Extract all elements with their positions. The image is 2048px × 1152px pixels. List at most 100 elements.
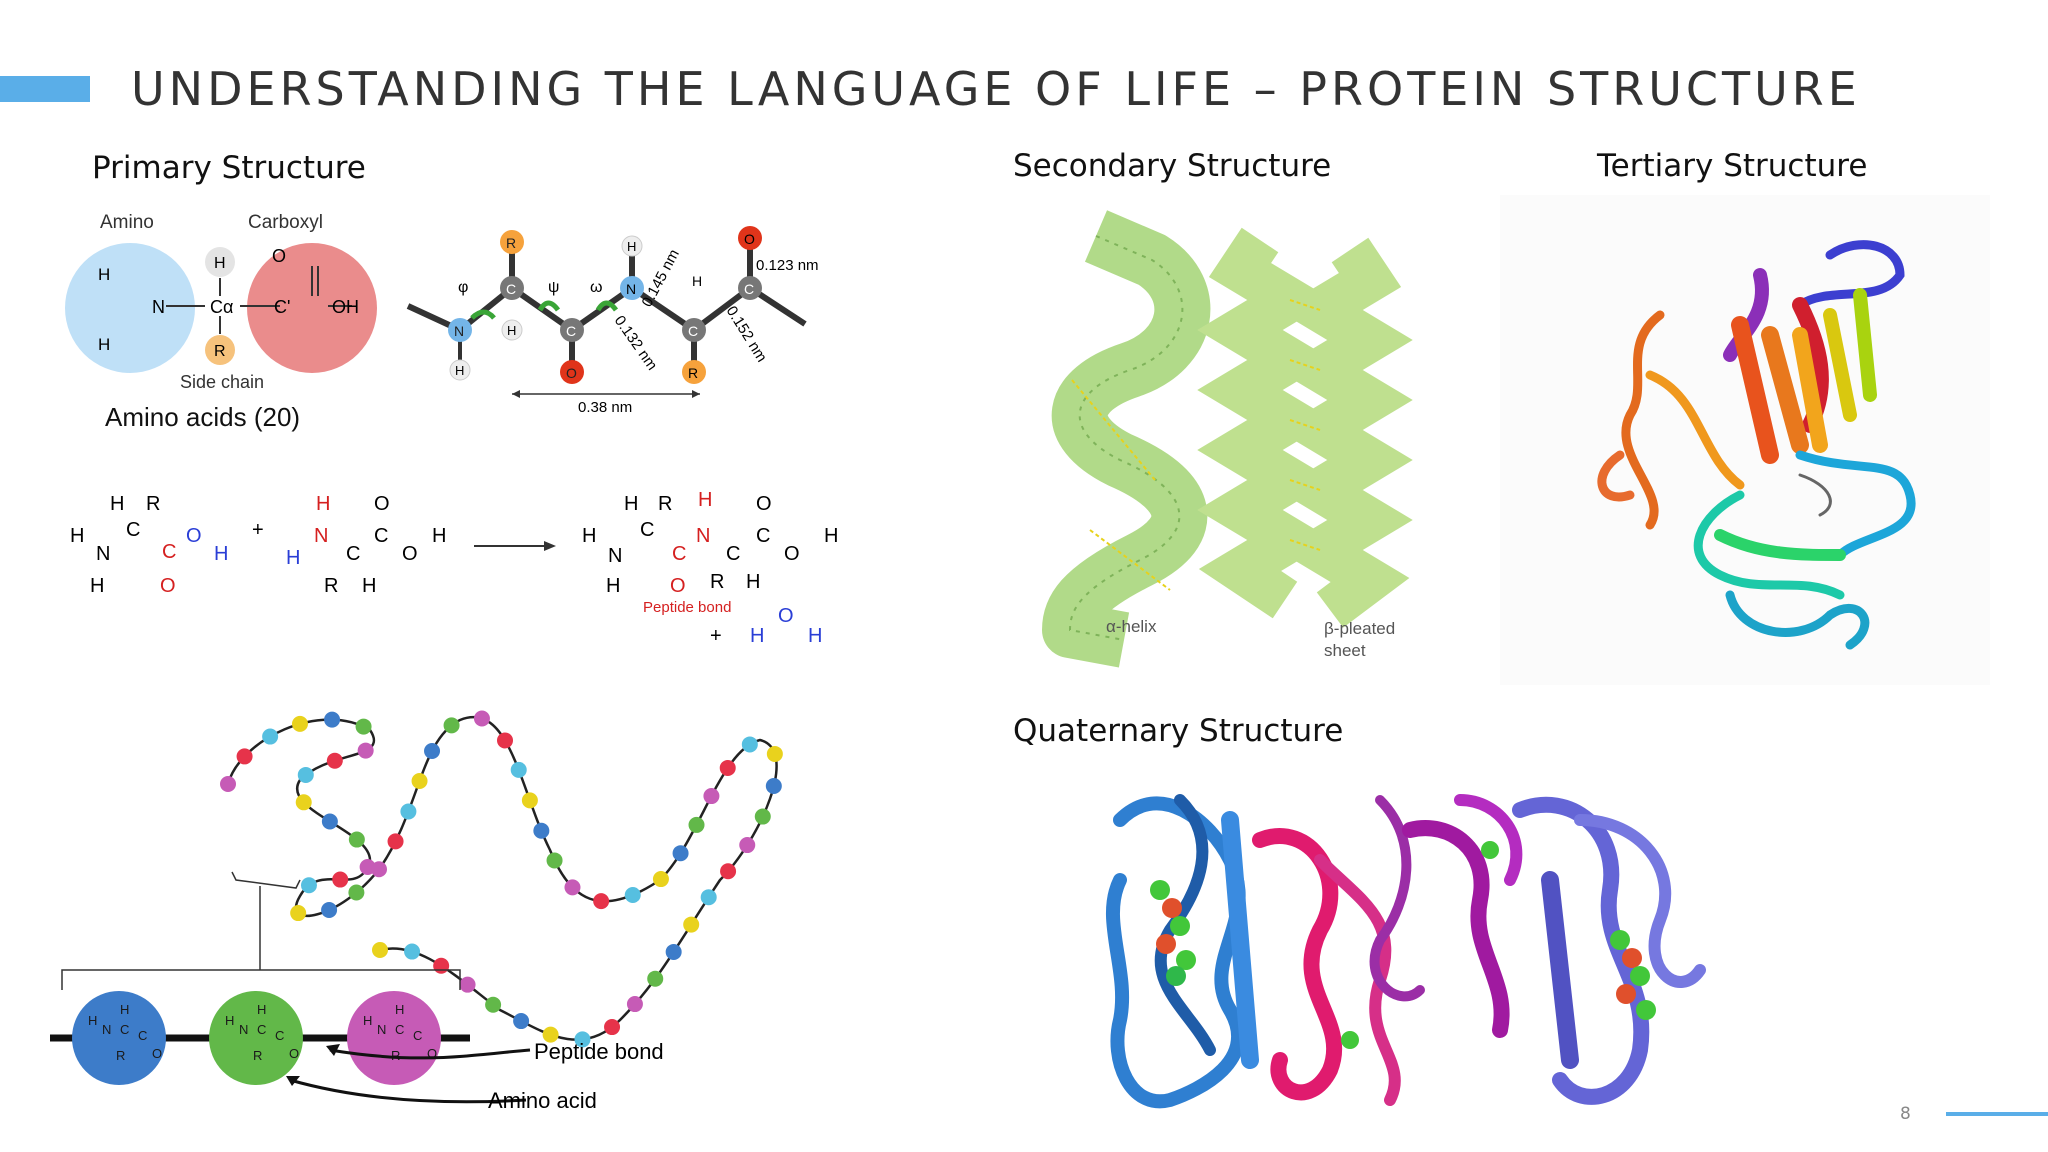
bond-length-0152: 0.152 nm: [723, 303, 771, 365]
chain-bead: [473, 710, 490, 727]
chain-bead: [626, 996, 643, 1013]
svg-text:C: C: [162, 541, 176, 563]
primary-structure-heading: Primary Structure: [92, 150, 366, 186]
chain-bead: [574, 1031, 591, 1048]
svg-text:H: H: [110, 493, 124, 515]
page-number: 8: [1900, 1104, 1911, 1124]
chain-amino-acid-label: Amino acid: [488, 1088, 597, 1113]
chain-bead: [754, 808, 771, 825]
svg-text:H: H: [316, 493, 330, 515]
amino-acid-magenta: [347, 991, 441, 1085]
backbone-c3: C: [688, 323, 698, 339]
chain-bead: [300, 877, 317, 894]
chain-bead: [404, 943, 421, 960]
svg-text:H: H: [698, 489, 712, 511]
carboxyl-c: C': [274, 297, 290, 317]
ligand-spheres: [1150, 841, 1656, 1049]
tertiary-structure-heading: Tertiary Structure: [1597, 148, 1868, 184]
svg-text:N: N: [96, 543, 110, 565]
chain-bead: [321, 813, 338, 830]
svg-text:R: R: [658, 493, 672, 515]
chain-bead: [542, 1026, 559, 1043]
chain-bead: [357, 742, 374, 759]
chain-bead: [291, 715, 308, 732]
chain-bead: [510, 761, 527, 778]
svg-text:C: C: [395, 1022, 404, 1037]
chain-bead: [521, 792, 538, 809]
backbone-c2: C: [566, 323, 576, 339]
amino-acid-blue: [72, 991, 166, 1085]
chain-bead: [321, 901, 338, 918]
beta-sheet-label: β-pleated: [1324, 619, 1395, 638]
svg-text:O: O: [427, 1046, 437, 1061]
side-chain-circle: [205, 335, 235, 365]
beta-sheet-label-2: sheet: [1324, 641, 1366, 660]
svg-text:O: O: [374, 493, 390, 515]
title-accent-bar: [0, 76, 90, 102]
amino-group-circle: [65, 243, 195, 373]
chain-bead: [236, 748, 253, 765]
chain-bead: [400, 803, 417, 820]
svg-text:C: C: [346, 543, 360, 565]
svg-text:N: N: [696, 525, 710, 547]
backbone-h4: H: [692, 273, 702, 289]
chain-bead: [564, 879, 581, 896]
backbone-h1: H: [455, 363, 464, 378]
backbone-o1: O: [566, 365, 577, 381]
water-h2: H: [808, 625, 822, 647]
chain-bead: [348, 884, 365, 901]
chain-bead: [533, 822, 550, 839]
chain-peptide-bond-label: Peptide bond: [534, 1039, 664, 1064]
svg-text:R: R: [146, 493, 160, 515]
bond-length-0123: 0.123 nm: [756, 257, 819, 274]
carboxyl-o: O: [272, 246, 286, 266]
backbone-c1: C: [506, 281, 516, 297]
chain-bead: [497, 732, 514, 749]
alpha-h: H: [214, 255, 226, 272]
chain-bead: [371, 861, 388, 878]
reaction-plus-2: +: [710, 625, 722, 647]
peptide-backbone-diagram: R C N H H C O N H C R H C O φ ψ ω 0.123 …: [406, 226, 819, 416]
svg-text:O: O: [402, 543, 418, 565]
slide-title: UNDERSTANDING THE LANGUAGE OF LIFE – PRO…: [131, 62, 1861, 116]
water-o: O: [778, 605, 794, 627]
chain-bead: [652, 871, 669, 888]
backbone-h3: H: [627, 239, 636, 254]
svg-text:N: N: [377, 1022, 386, 1037]
svg-text:N: N: [314, 525, 328, 547]
amino-label: Amino: [100, 212, 154, 233]
chain-bead: [688, 816, 705, 833]
svg-text:C: C: [138, 1028, 147, 1043]
svg-text:H: H: [286, 547, 300, 569]
chain-bead: [672, 845, 689, 862]
svg-text:H: H: [824, 525, 838, 547]
amino-acid-diagram: Amino Carboxyl H H N Cα H R C' O OH Side…: [65, 212, 377, 392]
footer-accent-line: [1946, 1112, 2048, 1116]
chain-bead: [665, 943, 682, 960]
amino-n: N: [152, 297, 165, 317]
svg-text:H: H: [395, 1002, 404, 1017]
chain-bead: [624, 886, 641, 903]
chain-bead: [459, 976, 476, 993]
svg-text:C: C: [413, 1028, 422, 1043]
chain-bead: [326, 752, 343, 769]
chain-bead: [324, 711, 341, 728]
chain-bead: [411, 773, 428, 790]
amino-acid-green: [209, 991, 303, 1085]
svg-text:H: H: [362, 575, 376, 597]
reaction-plus-1: +: [252, 519, 264, 541]
bond-length-0145: 0.145 nm: [639, 247, 683, 310]
secondary-structure-heading: Secondary Structure: [1013, 148, 1332, 184]
chain-bead: [443, 717, 460, 734]
svg-text:C: C: [257, 1022, 266, 1037]
beta-strand-left: [1197, 227, 1333, 619]
chain-bead: [683, 916, 700, 933]
chain-bead: [703, 788, 720, 805]
backbone-n2: N: [626, 281, 636, 297]
svg-text:R: R: [710, 571, 724, 593]
chain-bead: [513, 1013, 530, 1030]
